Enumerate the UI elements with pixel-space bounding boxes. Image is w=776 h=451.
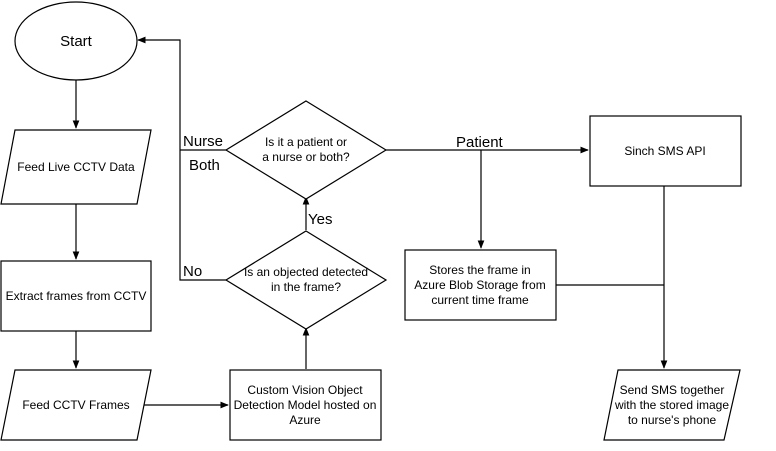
node-send-sms-shape: [603, 369, 741, 441]
node-start-shape: [14, 1, 138, 81]
node-store-frame-label-line-3: current time frame: [431, 293, 529, 307]
node-sinch-shape: [589, 115, 742, 187]
node-feed-frames-shape: [0, 369, 152, 441]
node-patient-or-nurse-label-line-2: a nurse or both?: [262, 150, 350, 164]
node-feed-frames-label: Feed CCTV Frames: [22, 398, 129, 412]
node-patient-or-nurse-shape: [224, 100, 388, 200]
node-custom-vision-label-line-2: Detection Model hosted on: [234, 398, 377, 412]
edge-no-back-to-start: [137, 36, 226, 281]
node-send-sms-label-line-2: with the stored image: [614, 398, 729, 412]
edge-label-patient: Patient: [456, 134, 504, 151]
edge-label-both: Both: [189, 157, 220, 174]
node-send-sms-label-line-3: to nurse's phone: [628, 413, 717, 427]
node-object-detected-label-line-2: in the frame?: [271, 280, 341, 294]
node-patient-or-nurse-label-line-1: Is it a patient or: [265, 135, 347, 149]
node-feed-live-shape: [0, 129, 152, 205]
node-custom-vision-shape: [229, 369, 382, 441]
node-sinch-label: Sinch SMS API: [624, 144, 705, 158]
node-custom-vision-label-line-3: Azure: [289, 413, 321, 427]
node-feed-live-label: Feed Live CCTV Data: [17, 160, 135, 174]
node-store-frame-label-line-2: Azure Blob Storage from: [414, 278, 545, 292]
node-store-frame-label-line-1: Stores the frame in: [429, 263, 530, 277]
node-custom-vision-label-line-1: Custom Vision Object: [247, 383, 363, 397]
edge-label-nurse: Nurse: [183, 133, 223, 150]
edge-label-yes: Yes: [308, 211, 332, 228]
node-store-frame-shape: [404, 249, 557, 321]
edge-label-no: No: [183, 263, 202, 280]
node-send-sms-label-line-1: Send SMS together: [620, 383, 725, 397]
node-extract-label: Extract frames from CCTV: [6, 289, 147, 303]
node-object-detected-label-line-1: Is an objected detected: [244, 265, 368, 279]
node-extract-shape: [0, 260, 152, 332]
node-object-detected-shape: [224, 230, 388, 330]
node-start-label: Start: [60, 33, 93, 50]
